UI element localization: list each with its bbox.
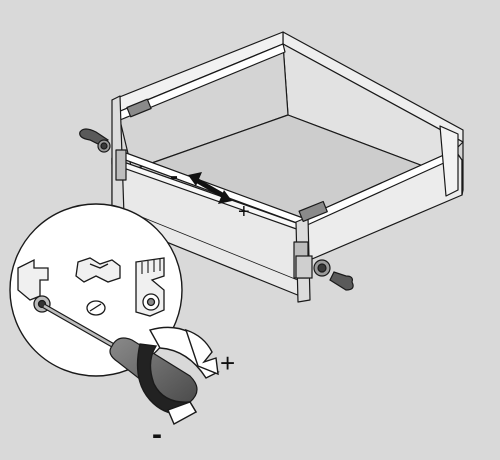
bracket-profile-middle: [75, 257, 121, 316]
double-arrow-icon: [188, 172, 232, 204]
right-adjuster-icon: [295, 255, 354, 291]
bracket-profile-left: [17, 258, 51, 313]
rail-end-cap-left: [126, 98, 152, 118]
bracket-profile-right: [135, 257, 165, 317]
rotate-minus-label: -: [152, 418, 162, 451]
left-adjuster-icon: [79, 128, 111, 153]
rail-end-cap-right: [298, 200, 328, 223]
screwdriver-icon: [42, 303, 198, 406]
detail-magnifier: [9, 203, 183, 377]
adjust-plus-label: +: [238, 201, 250, 223]
rotate-arrow-icon: [136, 326, 220, 425]
adjust-minus-label: -: [170, 163, 178, 190]
drawer: [111, 31, 464, 303]
rotate-plus-label: +: [220, 348, 235, 378]
